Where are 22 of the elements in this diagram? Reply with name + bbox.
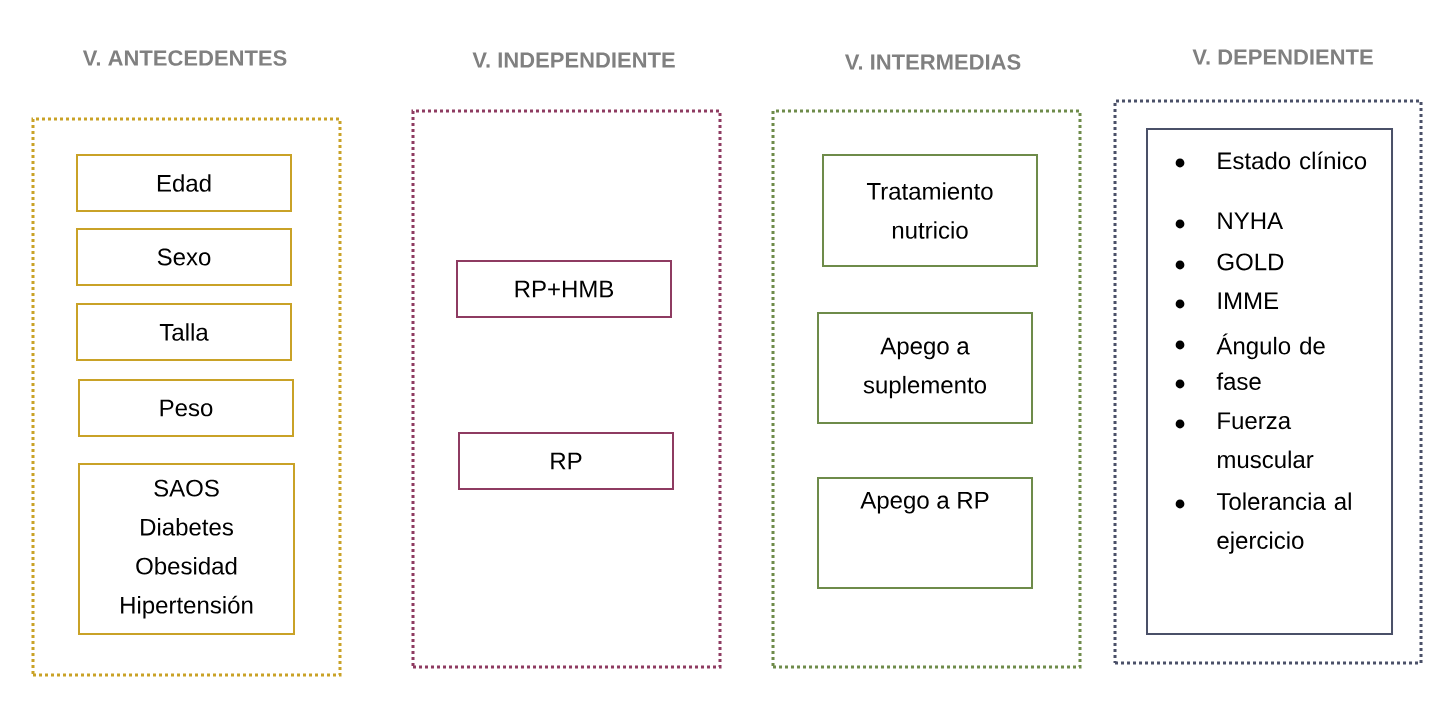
list-item: fase <box>1216 372 1261 390</box>
text-box: Apego a suplemento <box>817 312 1033 424</box>
list-item: Fuerza muscular <box>1218 412 1314 469</box>
node-label: V. ANTECEDENTES <box>82 50 287 66</box>
node-label: V. INTERMEDIAS <box>844 54 1021 70</box>
list-item: Estado clínico <box>1218 151 1367 170</box>
text-box: Edad <box>76 154 292 212</box>
list-item: Tolerancia al ejercicio <box>1216 492 1351 554</box>
list-item: NYHA <box>1218 212 1284 229</box>
node-label: V. INDEPENDIENTE <box>472 52 675 68</box>
text-box: Talla <box>76 303 292 361</box>
text-box: Sexo <box>76 228 292 286</box>
text-box: RP <box>458 432 674 490</box>
node-label: V. DEPENDIENTE <box>1192 49 1373 65</box>
text-box: SAOS Diabetes Obesidad Hipertensión <box>78 463 295 635</box>
list-item: GOLD <box>1217 253 1284 271</box>
text-box: Tratamiento nutricio <box>822 154 1038 267</box>
list-item: Ángulo de <box>1216 333 1325 360</box>
text-box: RP+HMB <box>456 260 672 318</box>
list-item: IMME <box>1218 292 1279 309</box>
text-box: Apego a RP <box>817 477 1033 589</box>
text-box: Peso <box>78 379 294 437</box>
